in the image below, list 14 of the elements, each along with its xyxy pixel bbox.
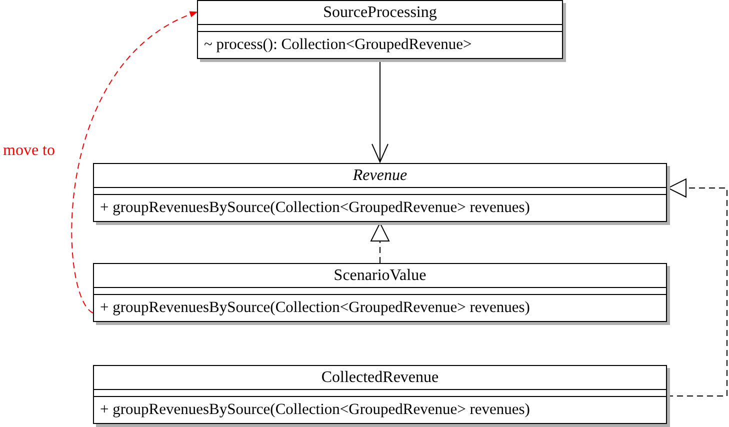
class-box [93,163,667,222]
class-box [93,365,667,424]
class-name: ScenarioValue [94,264,666,288]
class-box [93,263,667,322]
method-signature: + groupRevenuesBySource(Collection<GroupedRevenue> revenues) [99,298,531,318]
method-signature: ~ process(): Collection<GroupedRevenue> [203,35,473,55]
class-box [197,0,563,59]
method-signature: + groupRevenuesBySource(Collection<GroupedRevenue> revenues) [99,198,531,218]
move-arrow [71,12,198,314]
class-name: Revenue [94,164,666,188]
realization-arrow [370,222,390,264]
method-signature: + groupRevenuesBySource(Collection<GroupedRevenue> revenues) [99,400,531,420]
class-name: SourceProcessing [198,1,562,25]
class-name: CollectedRevenue [94,366,666,390]
